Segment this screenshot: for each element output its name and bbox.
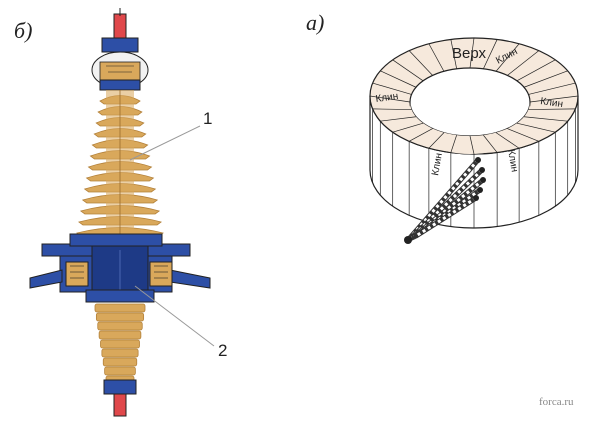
bushing-drawing (29, 8, 211, 417)
lower-rib (98, 330, 142, 340)
core-radial-line (369, 95, 411, 103)
lower-rib (100, 339, 140, 349)
lead-end (475, 157, 481, 163)
core-radial-line (450, 39, 457, 69)
callout-2: 2 (218, 341, 227, 360)
panel-a-label: а) (306, 10, 324, 35)
core-label-wedge-left: Клин (375, 91, 399, 105)
panel-b-label: б) (14, 18, 32, 43)
lead-end (480, 177, 486, 183)
core-radial-line (529, 95, 579, 103)
lead-bundle-end (404, 236, 412, 244)
core-radial-line (372, 108, 412, 110)
core-radial-line (507, 128, 539, 142)
core-radial-line (495, 43, 520, 72)
callout-1-leader (129, 125, 201, 161)
lead-end (477, 187, 483, 193)
core-label-wedge-front-right: Клин (505, 149, 520, 173)
lead-end (473, 195, 479, 201)
core-inner-wall (410, 102, 530, 154)
core-radial-line (380, 116, 416, 122)
lower-rib (97, 321, 143, 331)
core-radial-line (523, 70, 568, 88)
core-radial-line (469, 135, 475, 155)
top-cap (101, 37, 139, 53)
winding-leads (404, 157, 486, 244)
lower-rib (104, 366, 136, 376)
lead-cable (413, 195, 479, 239)
core-radial-line (516, 59, 556, 82)
core-radial-line (469, 37, 475, 69)
lower-rib (95, 312, 145, 322)
core-radial-line (528, 108, 576, 110)
lower-rib (94, 303, 146, 313)
core-label-top: Верх (452, 45, 487, 62)
core-radial-line (392, 59, 424, 82)
callout-1: 1 (203, 109, 212, 128)
bottom-cap (103, 379, 137, 395)
core-radial-line (408, 128, 433, 142)
core-radial-line (428, 132, 445, 149)
core-segment-lines (369, 37, 579, 228)
core-radial-line (392, 122, 424, 133)
core-hole (409, 67, 531, 137)
watermark: forca.ru (539, 396, 574, 408)
lower-rib (101, 348, 139, 358)
core-radial-line (483, 39, 498, 70)
core-radial-line (450, 135, 457, 153)
mounting-flange (29, 233, 211, 303)
core-radial-line (524, 116, 568, 122)
core-radial-line (372, 82, 412, 95)
core-radial-line (516, 122, 556, 133)
lower-porcelain-sheds (94, 303, 146, 385)
ct-left (65, 261, 89, 287)
expansion-vessel (91, 51, 149, 89)
lead-end (479, 167, 485, 173)
ct-right (149, 261, 173, 287)
lead-braid (408, 168, 484, 241)
bottom-terminal-rod (113, 393, 127, 417)
core-radial-line (428, 43, 445, 72)
core-radial-line (495, 132, 520, 149)
core-label-wedge-right: Клин (540, 96, 564, 110)
core-radial-line (408, 50, 433, 76)
callout-2-leader (134, 285, 215, 347)
core-radial-line (528, 82, 576, 95)
toroidal-core: Верх Клин Клин Клин Клин Клин (369, 37, 579, 244)
core-radial-line (507, 50, 540, 76)
core-label-wedge-front-left: Клин (430, 152, 445, 176)
upper-flange-cap (99, 79, 141, 91)
lower-rib (102, 357, 138, 367)
core-radial-line (380, 70, 417, 88)
core-radial-line (483, 134, 498, 153)
